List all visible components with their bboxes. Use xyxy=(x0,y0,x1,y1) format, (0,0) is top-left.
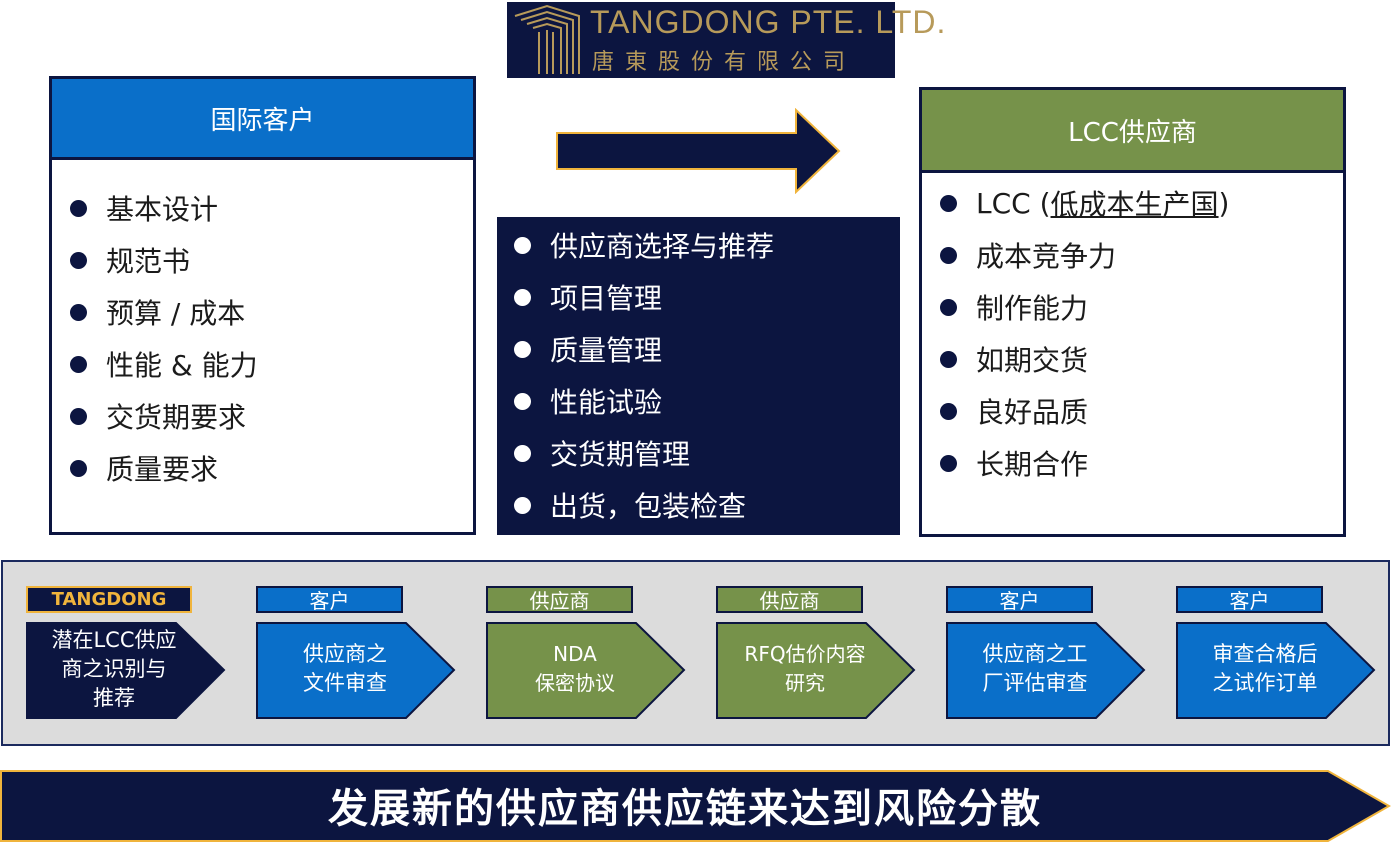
list-item: 交货期要求 xyxy=(70,390,473,442)
list-item: 成本竞争力 xyxy=(940,229,1343,281)
flow-arrow-icon xyxy=(556,108,841,194)
list-item-label: 良好品质 xyxy=(976,396,1089,429)
process-step-label: 供应商之工厂评估审查 xyxy=(982,642,1088,695)
process-step-chevron xyxy=(256,622,456,719)
supplier-panel: LCC供应商 LCC (低成本生产国) 成本竞争力制作能力如期交货良好品质长期合作 xyxy=(919,87,1346,537)
list-item: 性能 & 能力 xyxy=(70,338,473,390)
process-step-chevron xyxy=(716,622,916,719)
list-item: 质量要求 xyxy=(70,442,473,494)
services-panel: 供应商选择与推荐项目管理质量管理性能试验交货期管理出货，包装检查 xyxy=(497,217,900,535)
list-item-label: 制作能力 xyxy=(976,292,1089,325)
process-band xyxy=(1,560,1390,746)
client-requirements-list: 基本设计规范书预算 / 成本性能 & 能力交货期要求质量要求 xyxy=(52,182,473,494)
list-item-label: 质量管理 xyxy=(550,334,663,367)
services-list: 供应商选择与推荐项目管理质量管理性能试验交货期管理出货，包装检查 xyxy=(497,217,900,531)
company-logo xyxy=(507,2,895,78)
list-item: 出货，包装检查 xyxy=(514,479,900,531)
process-step-chevron xyxy=(26,622,226,719)
list-item: 制作能力 xyxy=(940,281,1343,333)
list-item-label: 交货期管理 xyxy=(550,438,691,471)
list-item: 性能试验 xyxy=(514,375,900,427)
client-panel-title: 国际客户 xyxy=(52,79,473,160)
list-item: 长期合作 xyxy=(940,437,1343,489)
bullet-icon xyxy=(514,340,531,358)
bullet-icon xyxy=(514,392,531,410)
bullet-icon xyxy=(514,236,531,254)
list-item-label: 交货期要求 xyxy=(106,401,247,434)
list-item: 质量管理 xyxy=(514,323,900,375)
process-step-owner-tag: 供应商 xyxy=(486,586,633,613)
process-step-chevron xyxy=(1176,622,1376,719)
process-step-owner-tag: 客户 xyxy=(256,586,403,613)
list-item-label: 供应商选择与推荐 xyxy=(550,230,775,263)
list-item-label: 项目管理 xyxy=(550,282,663,315)
process-step-owner-tag: TANGDONG xyxy=(26,586,192,613)
list-item: 供应商选择与推荐 xyxy=(514,219,900,271)
list-item: 项目管理 xyxy=(514,271,900,323)
bullet-icon xyxy=(70,251,87,269)
supplier-panel-title: LCC供应商 xyxy=(922,90,1343,173)
logo-name-cn: 唐東股份有限公司 xyxy=(592,50,857,75)
bullet-icon xyxy=(70,199,87,217)
bullet-icon xyxy=(514,444,531,462)
bullet-icon xyxy=(940,454,957,472)
list-item-label: LCC ( xyxy=(976,186,1051,220)
list-item-label: 出货，包装检查 xyxy=(550,490,747,523)
bullet-icon xyxy=(70,303,87,321)
bullet-icon xyxy=(940,298,957,316)
list-item: 如期交货 xyxy=(940,333,1343,385)
logo-name-en: TANGDONG PTE. LTD. xyxy=(590,4,947,40)
bullet-icon xyxy=(940,246,957,264)
list-item-label: 成本竞争力 xyxy=(976,240,1117,273)
supplier-strengths-list: LCC (低成本生产国) 成本竞争力制作能力如期交货良好品质长期合作 xyxy=(922,173,1343,489)
bullet-icon xyxy=(940,194,957,212)
process-step-label: RFQ估价内容研究 xyxy=(744,642,866,695)
bullet-icon xyxy=(70,355,87,373)
bullet-icon xyxy=(514,288,531,306)
footer-slogan: 发展新的供应商供应链来达到风险分散 xyxy=(328,786,1042,832)
list-item-label: 长期合作 xyxy=(976,448,1089,481)
client-panel: 国际客户 基本设计规范书预算 / 成本性能 & 能力交货期要求质量要求 xyxy=(49,76,476,535)
process-step-label: 潜在LCC供应商之识别与推荐 xyxy=(51,628,177,710)
list-item-label: 如期交货 xyxy=(976,344,1089,377)
footer-arrow-icon xyxy=(0,770,1391,842)
list-item-label: ) xyxy=(1218,186,1230,220)
process-step-chevron xyxy=(486,622,686,719)
list-item: 良好品质 xyxy=(940,385,1343,437)
process-step-owner-tag: 供应商 xyxy=(716,586,863,613)
process-step-label: 供应商之文件审查 xyxy=(303,642,387,695)
list-item-label: 质量要求 xyxy=(106,453,219,486)
process-step-owner-tag: 客户 xyxy=(1176,586,1323,613)
list-item: LCC (低成本生产国) xyxy=(940,177,1343,229)
list-item: 预算 / 成本 xyxy=(70,286,473,338)
process-step-label: 审查合格后之试作订单 xyxy=(1212,642,1318,695)
logo-mark-icon xyxy=(514,4,580,74)
list-item: 基本设计 xyxy=(70,182,473,234)
list-item-label: 预算 / 成本 xyxy=(106,297,246,330)
bullet-icon xyxy=(940,350,957,368)
list-item: 规范书 xyxy=(70,234,473,286)
process-step-owner-tag: 客户 xyxy=(946,586,1093,613)
bullet-icon xyxy=(70,459,87,477)
bullet-icon xyxy=(514,496,531,514)
process-step-chevron xyxy=(946,622,1146,719)
list-item-label: 规范书 xyxy=(106,245,191,278)
list-item-label: 性能试验 xyxy=(550,386,663,419)
lcc-definition-link[interactable]: 低成本生产国 xyxy=(1050,188,1219,221)
bullet-icon xyxy=(940,402,957,420)
list-item-label: 性能 & 能力 xyxy=(106,349,258,382)
list-item-label: 基本设计 xyxy=(106,193,219,226)
bullet-icon xyxy=(70,407,87,425)
list-item: 交货期管理 xyxy=(514,427,900,479)
